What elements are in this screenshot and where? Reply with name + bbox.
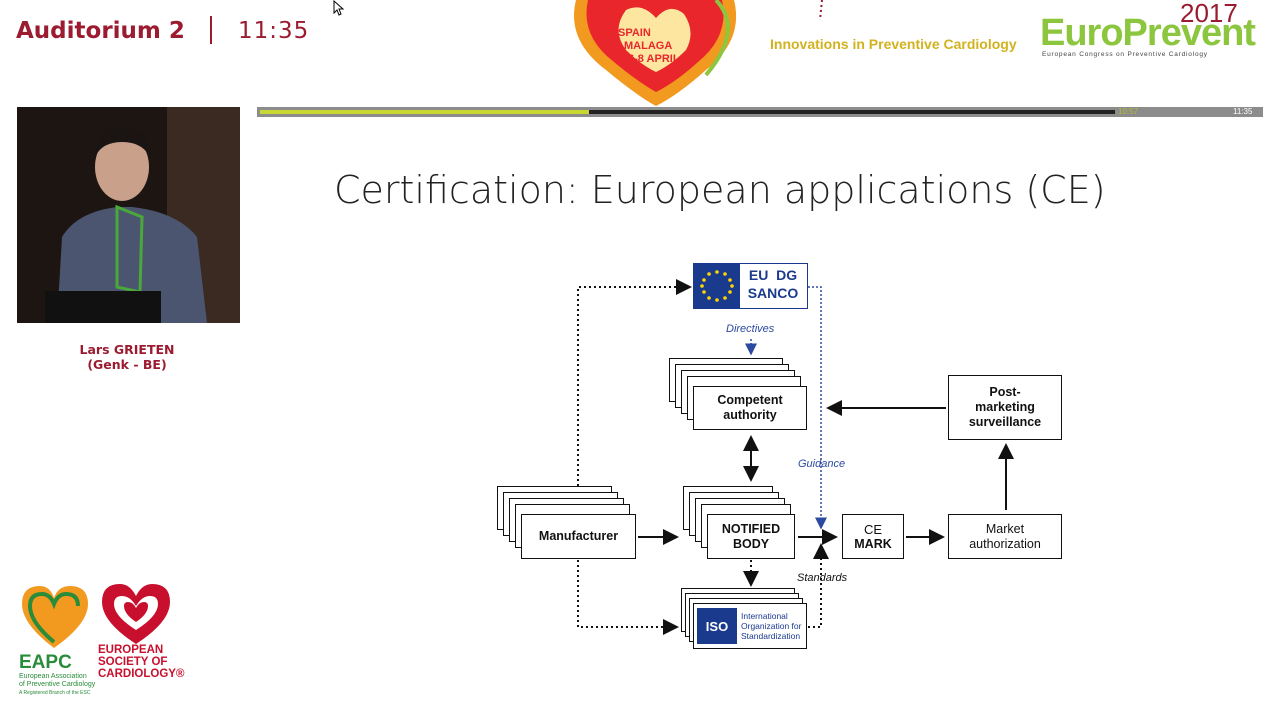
market-line-2: authorization bbox=[969, 536, 1041, 551]
notified-body-box: NOTIFIED BODY bbox=[707, 514, 795, 559]
event-tagline: Innovations in Preventive Cardiology bbox=[770, 36, 1017, 52]
directives-label: Directives bbox=[726, 323, 775, 335]
event-dates: 6-8 APRIL bbox=[628, 53, 680, 65]
progress-track bbox=[260, 110, 1115, 114]
esc-line-3: CARDIOLOGY® bbox=[98, 668, 185, 680]
iso-logo-icon: ISO bbox=[697, 608, 737, 644]
eu-flag-icon bbox=[694, 264, 740, 308]
ce-symbol-icon: CE bbox=[863, 521, 883, 537]
decorative-dots-icon bbox=[819, 0, 823, 21]
iso-line-1: International bbox=[741, 611, 788, 621]
notified-line-2: BODY bbox=[732, 536, 770, 551]
malaga-heart-logo: SPAIN MALAGA 6-8 APRIL bbox=[574, 0, 737, 106]
standards-label: Standards bbox=[797, 572, 848, 584]
eapc-sub-3: A Registered Branch of the ESC bbox=[19, 690, 91, 696]
competent-line-1: Competent bbox=[717, 393, 783, 407]
speaker-caption: Lars GRIETEN (Genk - BE) bbox=[17, 342, 237, 372]
event-country: SPAIN bbox=[618, 27, 651, 39]
ce-mark-box: CE MARK bbox=[842, 514, 904, 559]
eu-dg-sanco-label: EU DG SANCO bbox=[741, 266, 805, 302]
slide-title: Certification: European applications (CE… bbox=[334, 168, 1106, 212]
eapc-wordmark: EAPC bbox=[19, 652, 72, 673]
clock-time: 11:35 bbox=[238, 18, 310, 44]
manufacturer-box: Manufacturer bbox=[521, 514, 636, 559]
room-label: Auditorium 2 bbox=[16, 18, 185, 44]
ce-mark-label: MARK bbox=[854, 536, 892, 551]
progress-fill bbox=[260, 110, 590, 114]
post-line-1: Post- bbox=[989, 385, 1021, 399]
competent-authority-box: Competent authority bbox=[693, 386, 807, 430]
header-divider bbox=[210, 16, 212, 44]
brand-subtitle: European Congress on Preventive Cardiolo… bbox=[1042, 51, 1208, 58]
eapc-sub-1: European Association bbox=[19, 673, 87, 680]
competent-line-2: authority bbox=[723, 408, 777, 422]
esc-line-2: SOCIETY OF bbox=[98, 656, 168, 668]
post-marketing-box: Post- marketing surveillance bbox=[948, 375, 1062, 440]
speaker-name: Lars GRIETEN bbox=[79, 342, 175, 357]
esc-line-1: EUROPEAN bbox=[98, 644, 164, 656]
brand-name: EuroPrevent bbox=[1040, 12, 1256, 54]
brand-year: 2017 bbox=[1180, 0, 1238, 28]
guidance-label: Guidance bbox=[798, 458, 846, 470]
speaker-video bbox=[17, 107, 240, 323]
post-line-3: surveillance bbox=[968, 415, 1042, 429]
eu-dg-line: EU DG bbox=[748, 267, 798, 283]
iso-line-2: Organization for bbox=[741, 621, 802, 631]
market-authorization-box: Market authorization bbox=[948, 514, 1062, 559]
event-city: MALAGA bbox=[624, 40, 672, 52]
progress-elapsed-label: 10:57 bbox=[1118, 107, 1139, 116]
eapc-heart-logo bbox=[22, 586, 88, 648]
eapc-sub-2: of Preventive Cardiology bbox=[19, 681, 96, 688]
esc-heart-logo bbox=[102, 584, 170, 644]
iso-name: International Organization for Standardi… bbox=[741, 611, 801, 641]
speaker-image bbox=[17, 107, 240, 323]
sanco-line: SANCO bbox=[747, 285, 799, 301]
market-line-1: Market bbox=[985, 521, 1025, 536]
eapc-subtitle: European Association of Preventive Cardi… bbox=[19, 673, 99, 697]
post-line-2: marketing bbox=[975, 400, 1035, 414]
progress-end-label: 11:35 bbox=[1233, 107, 1253, 116]
notified-line-1: NOTIFIED bbox=[721, 521, 781, 536]
esc-wordmark: EUROPEAN SOCIETY OF CARDIOLOGY® bbox=[98, 644, 188, 680]
iso-line-3: Standardization bbox=[741, 631, 801, 641]
speaker-affiliation: (Genk - BE) bbox=[87, 357, 167, 372]
mouse-cursor-icon bbox=[333, 0, 345, 16]
